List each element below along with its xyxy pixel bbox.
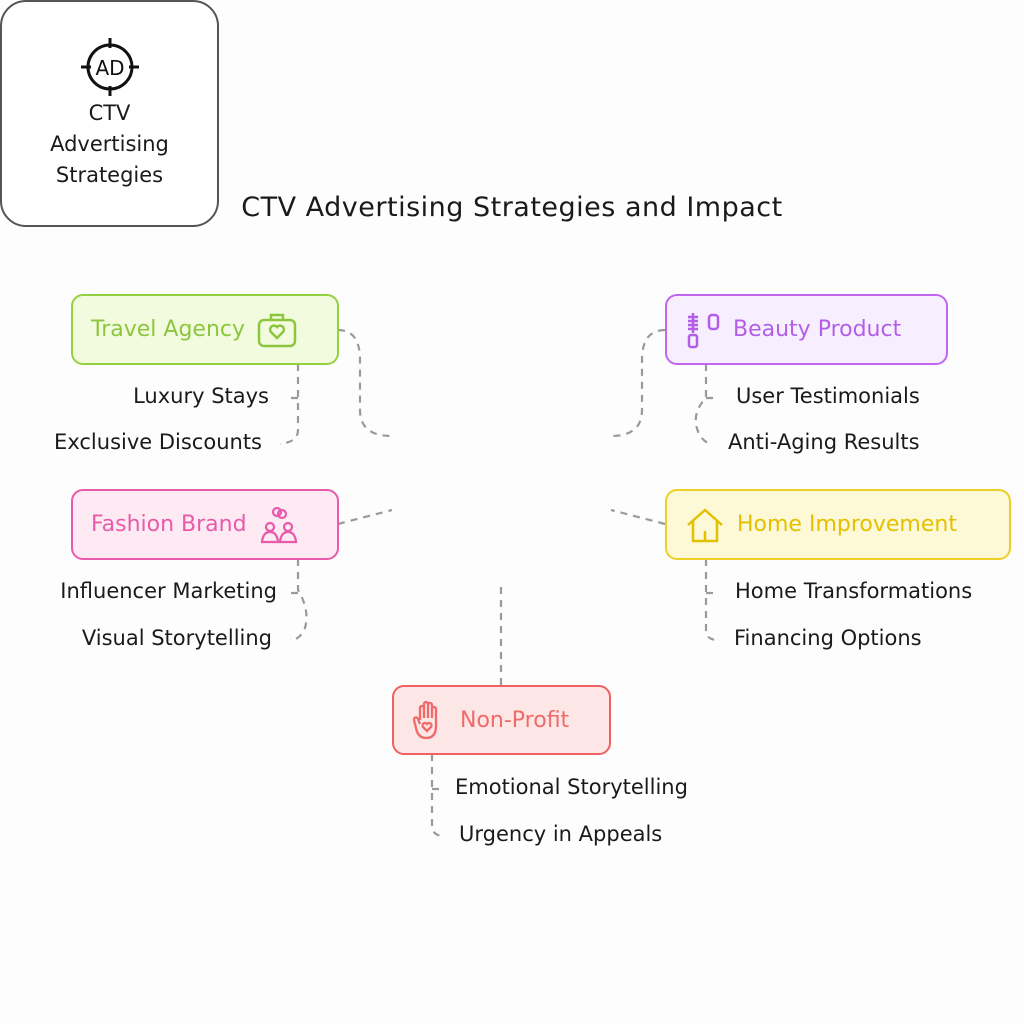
sub-item: Influencer Marketing [60, 579, 277, 603]
sub-item: Visual Storytelling [81, 626, 272, 650]
sub-item: Exclusive Discounts [54, 430, 262, 454]
connector-nonprofit-items [430, 754, 445, 838]
couple-rings-icon [260, 506, 297, 543]
sub-item: User Testimonials [736, 384, 920, 408]
node-label: Non-Profit [460, 707, 570, 733]
sub-item: Anti-Aging Results [728, 430, 920, 454]
node-home-improvement: Home Improvement [665, 489, 1011, 560]
connector-beauty-items [694, 364, 714, 446]
node-label: Fashion Brand [91, 512, 247, 537]
node-fashion-brand: Fashion Brand [71, 489, 339, 560]
connector-home-items [704, 559, 719, 642]
sub-item: Urgency in Appeals [459, 822, 663, 846]
sub-item: Financing Options [734, 626, 922, 650]
sub-item: Emotional Storytelling [455, 775, 688, 799]
sub-item: Home Transformations [735, 579, 973, 603]
connector-fashion [337, 508, 393, 526]
connector-fashion-items [289, 559, 308, 642]
node-non-profit: Non-Profit [392, 685, 611, 755]
sub-item: Luxury Stays [133, 384, 269, 408]
diagram-title: CTV Advertising Strategies and Impact [241, 192, 783, 223]
central-label-line: CTV [88, 101, 131, 125]
node-label: Travel Agency [91, 317, 245, 342]
ad-target-icon: AD [80, 38, 139, 96]
svg-text:AD: AD [95, 56, 124, 80]
connector-travel-items [279, 364, 300, 446]
mascara-lipstick-icon [687, 312, 720, 348]
node-travel-agency: Travel Agency [71, 294, 339, 365]
central-label-line: Strategies [55, 163, 164, 187]
node-label: Home Improvement [737, 512, 957, 537]
suitcase-heart-icon [257, 313, 297, 347]
connector-travel [337, 328, 393, 438]
node-beauty-product: Beauty Product [665, 294, 948, 365]
hand-heart-icon [412, 700, 438, 740]
connector-beauty [610, 328, 666, 438]
house-icon [687, 507, 723, 542]
central-label-line: Advertising [50, 132, 169, 156]
connector-home [610, 508, 666, 526]
central-node: AD CTV Advertising Strategies [0, 0, 219, 227]
node-label: Beauty Product [733, 317, 902, 342]
